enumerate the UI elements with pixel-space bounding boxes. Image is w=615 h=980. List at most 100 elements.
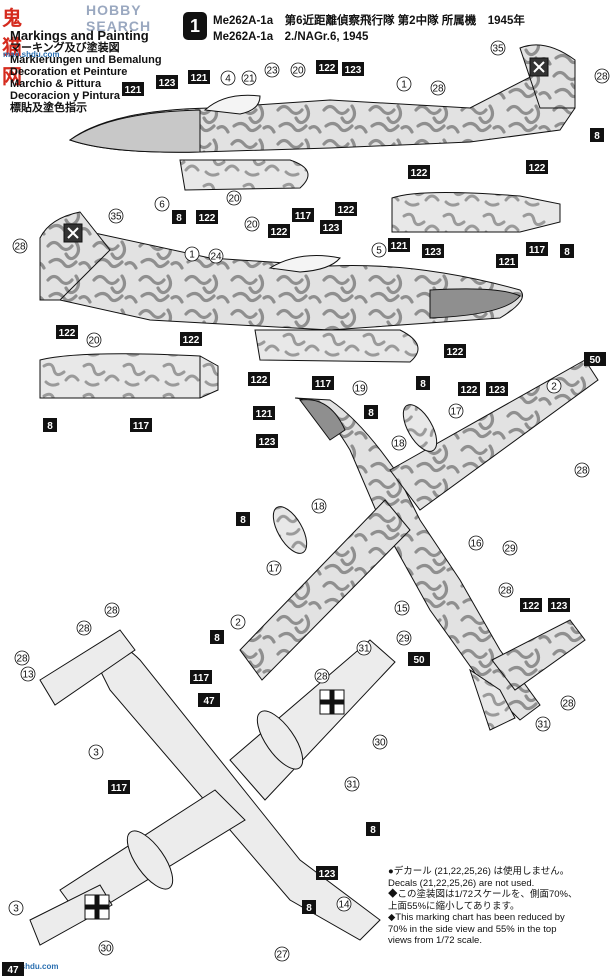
- decal-callout-2: 2: [230, 614, 246, 630]
- svg-text:20: 20: [292, 66, 304, 77]
- svg-text:121: 121: [125, 85, 142, 96]
- color-tag-8: 8: [416, 376, 430, 390]
- color-tag-122: 122: [248, 372, 270, 386]
- svg-text:28: 28: [316, 672, 328, 683]
- title-english: Markings and Painting: [10, 28, 149, 43]
- color-tag-8: 8: [210, 630, 224, 644]
- svg-text:117: 117: [529, 245, 546, 256]
- svg-text:13: 13: [22, 670, 34, 681]
- color-tag-122: 122: [180, 332, 202, 346]
- svg-text:50: 50: [589, 355, 601, 366]
- note-scale-en-3: views from 1/72 scale.: [388, 935, 482, 946]
- svg-text:1: 1: [189, 250, 195, 261]
- svg-text:8: 8: [240, 515, 246, 526]
- svg-text:8: 8: [176, 213, 182, 224]
- decal-callout-3: 3: [8, 900, 24, 916]
- top-view-camouflage: [239, 359, 599, 731]
- svg-text:122: 122: [461, 385, 478, 396]
- svg-text:117: 117: [133, 421, 150, 432]
- color-tag-122: 122: [335, 202, 357, 216]
- svg-text:8: 8: [214, 633, 220, 644]
- decal-callout-28: 28: [560, 695, 576, 711]
- svg-text:30: 30: [100, 944, 112, 955]
- decal-callout-20: 20: [86, 332, 102, 348]
- note-scale-jp-2: 上面55%に縮小してあります。: [388, 900, 520, 912]
- svg-text:17: 17: [450, 407, 462, 418]
- decal-callout-14: 14: [336, 896, 352, 912]
- color-tag-121: 121: [253, 406, 275, 420]
- color-tag-121: 121: [388, 238, 410, 252]
- svg-text:1: 1: [401, 80, 407, 91]
- svg-text:122: 122: [183, 335, 200, 346]
- color-tag-117: 117: [526, 242, 548, 256]
- color-tag-123: 123: [422, 244, 444, 258]
- color-tag-123: 123: [256, 434, 278, 448]
- note-decals-jp: ●デカール (21,22,25,26) は使用しません。: [388, 866, 570, 877]
- engine-nacelle-view-1: [391, 191, 561, 233]
- decal-callout-27: 27: [274, 946, 290, 962]
- decal-callout-31: 31: [344, 776, 360, 792]
- svg-text:122: 122: [251, 375, 268, 386]
- decal-callout-29: 29: [396, 630, 412, 646]
- note-decals-en: Decals (21,22,25,26) are not used.: [388, 877, 535, 889]
- svg-text:27: 27: [276, 950, 288, 961]
- aircraft-title-english: Me262A-1a 2./NAGr.6, 1945: [213, 31, 369, 43]
- color-tag-123: 123: [342, 62, 364, 76]
- color-tag-122: 122: [458, 382, 480, 396]
- decal-callout-21: 21: [241, 70, 257, 86]
- svg-text:28: 28: [596, 72, 608, 83]
- note-scale-jp-1: ◆この塗装図は1/72スケールを、側面70%、: [388, 889, 578, 900]
- svg-text:8: 8: [594, 131, 600, 142]
- svg-text:8: 8: [564, 247, 570, 258]
- svg-text:121: 121: [191, 73, 208, 84]
- color-tag-122: 122: [56, 325, 78, 339]
- color-tag-117: 117: [292, 208, 314, 222]
- svg-text:117: 117: [315, 379, 332, 390]
- color-tag-8: 8: [43, 418, 57, 432]
- decal-callout-24: 24: [208, 248, 224, 264]
- color-tag-121: 121: [188, 70, 210, 84]
- svg-text:23: 23: [266, 66, 278, 77]
- svg-text:17: 17: [268, 564, 280, 575]
- engine-nacelle-view-2: [39, 353, 219, 399]
- svg-text:123: 123: [425, 247, 442, 258]
- color-tag-8: 8: [366, 822, 380, 836]
- color-tag-8: 8: [560, 244, 574, 258]
- decal-callout-18: 18: [391, 435, 407, 451]
- svg-text:16: 16: [470, 539, 482, 550]
- color-tag-122: 122: [520, 598, 542, 612]
- color-tag-8: 8: [364, 405, 378, 419]
- decal-callout-5: 5: [371, 242, 387, 258]
- svg-text:122: 122: [529, 163, 546, 174]
- svg-text:24: 24: [210, 252, 222, 263]
- aircraft-title-japanese: Me262A-1a 第6近距離偵察飛行隊 第2中隊 所属機 1945年: [213, 15, 525, 27]
- color-tag-117: 117: [190, 670, 212, 684]
- decal-callout-4: 4: [220, 70, 236, 86]
- svg-text:28: 28: [106, 606, 118, 617]
- svg-text:35: 35: [492, 44, 504, 55]
- svg-text:29: 29: [398, 634, 410, 645]
- svg-text:122: 122: [319, 63, 336, 74]
- decal-callout-20: 20: [226, 190, 242, 206]
- svg-text:123: 123: [159, 78, 176, 89]
- svg-text:14: 14: [338, 900, 350, 911]
- decal-callout-35: 35: [490, 40, 506, 56]
- decal-callout-28: 28: [14, 650, 30, 666]
- decal-callout-28: 28: [430, 80, 446, 96]
- side-view-right-profile: [39, 211, 523, 363]
- color-tag-123: 123: [316, 866, 338, 880]
- svg-text:20: 20: [88, 336, 100, 347]
- svg-text:20: 20: [246, 220, 258, 231]
- color-tag-123: 123: [156, 75, 178, 89]
- svg-text:31: 31: [346, 780, 358, 791]
- title-italian: Marchio & Pittura: [10, 78, 102, 90]
- svg-text:47: 47: [203, 696, 215, 707]
- notes-block: ●デカール (21,22,25,26) は使用しません。 Decals (21,…: [388, 866, 610, 947]
- svg-text:28: 28: [562, 699, 574, 710]
- decal-callout-35: 35: [108, 208, 124, 224]
- color-tag-47: 47: [198, 693, 220, 707]
- title-french: Decoration et Peinture: [10, 66, 128, 78]
- svg-text:4: 4: [225, 74, 231, 85]
